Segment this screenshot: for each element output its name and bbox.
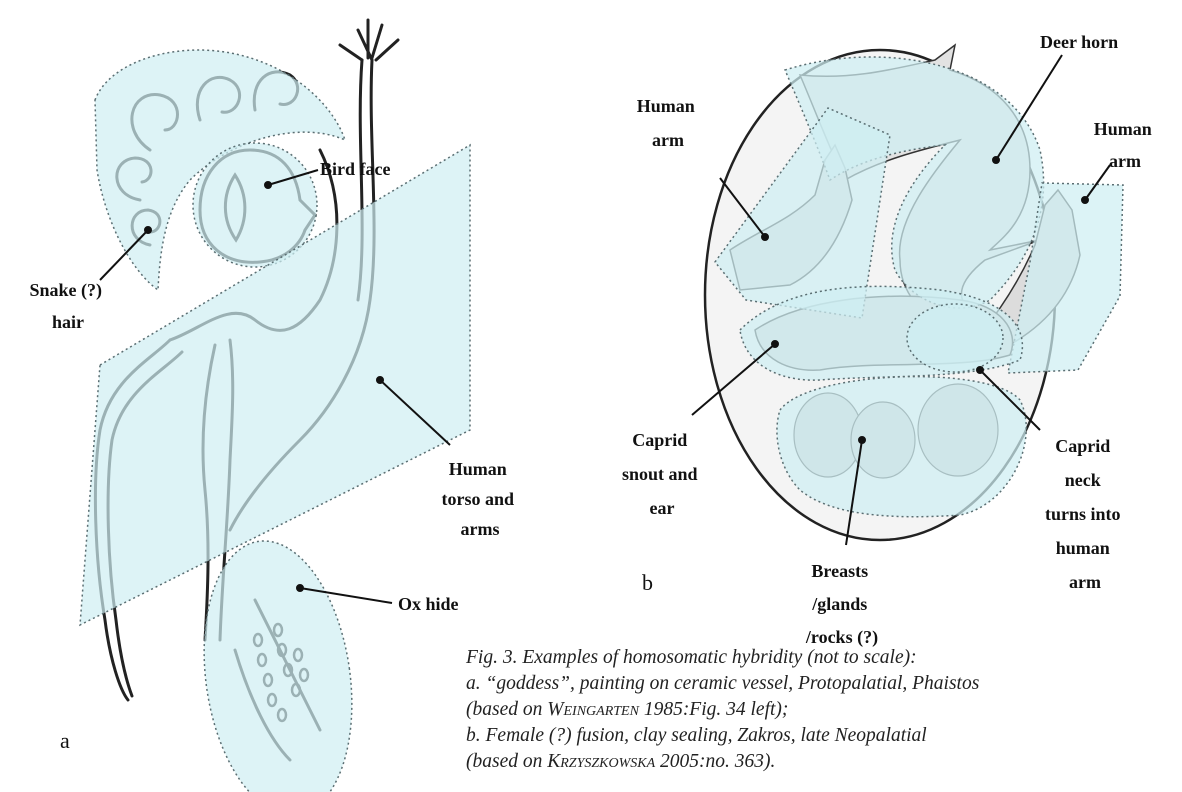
label-caprid-neck: Caprid neck turns into human arm xyxy=(1045,436,1125,592)
caption-line-4: b. Female (?) fusion, clay sealing, Zakr… xyxy=(466,723,1172,749)
caption-line-1: Fig. 3. Examples of homosomatic hybridit… xyxy=(466,645,1172,671)
caprid-neck-region xyxy=(907,304,1003,372)
caption-author-1: Weingarten xyxy=(547,699,639,720)
caption-line-3: (based on Weingarten 1985:Fig. 34 left); xyxy=(466,697,1172,723)
caption-author-2: Krzyszkowska xyxy=(547,751,655,772)
label-caprid-snout: Caprid snout and ear xyxy=(622,430,702,518)
label-human-arm-right: Human arm xyxy=(1094,119,1157,171)
label-breasts: Breasts /glands /rocks (?) xyxy=(805,561,878,648)
label-bird-face: Bird face xyxy=(320,159,390,179)
label-snake-hair: Snake (?) hair xyxy=(29,280,106,332)
label-ox-hide: Ox hide xyxy=(398,594,459,614)
panel-label-b: b xyxy=(642,570,653,595)
highlight-regions-a xyxy=(80,50,470,792)
figure-caption: Fig. 3. Examples of homosomatic hybridit… xyxy=(466,645,1172,775)
panel-label-a: a xyxy=(60,728,70,753)
label-human-arm-left: Human arm xyxy=(637,96,700,150)
breasts-region xyxy=(777,377,1026,517)
caption-line-2: a. “goddess”, painting on ceramic vessel… xyxy=(466,671,1172,697)
ox-hide-region xyxy=(187,531,368,792)
caption-line-5: (based on Krzyszkowska 2005:no. 363). xyxy=(466,749,1172,775)
label-deer-horn: Deer horn xyxy=(1040,32,1118,52)
label-human-torso: Human torso and arms xyxy=(441,459,518,539)
